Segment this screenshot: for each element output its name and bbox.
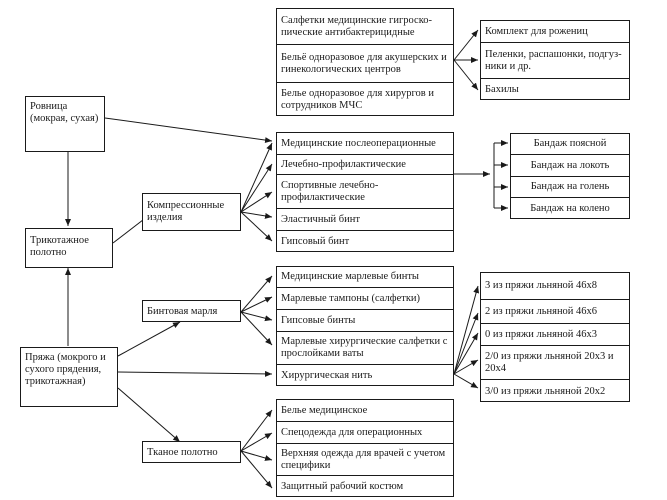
group-fabric-item: Белье медицинское: [277, 400, 453, 422]
group-marlya-item: Медицинские марлевые бинты: [277, 267, 453, 288]
arrows-top-group: [453, 29, 479, 91]
group-thread-item: 3/0 из пряжи льняной 20х2: [485, 385, 606, 397]
group-compression-item: Эластичный бинт: [277, 209, 453, 231]
arrow-pryazha-to-marlya: [117, 321, 181, 357]
group-fabric-item: Защитный рабочий костюм: [281, 481, 404, 492]
group-compression-item: Лечебно-профилактические: [277, 155, 453, 175]
arrow-rovnitsa-to-compression: [104, 117, 273, 144]
group-compression-item: Гипсовый бинт: [281, 236, 350, 247]
node-pryazha-label: Пряжа (мокрого и сухого прядения, трикот…: [25, 352, 106, 387]
group-thread: 3 из пряжи льняной 46х8 2 из пряжи льнян…: [480, 272, 630, 402]
group-thread-item: 2/0 из пряжи льняной 20х3 и 20х4: [481, 346, 629, 380]
group-bandage-item: Бандаж поясной: [511, 134, 629, 155]
arrows-thread-group: [453, 285, 480, 389]
group-marlya-item: Гипсовые бинты: [277, 310, 453, 332]
arrows-bandage-group: [454, 140, 508, 211]
group-top: Салфетки медицинские гигроско­пические а…: [276, 8, 454, 116]
group-marlya-item: Марлевые хирургические салфетки с просло…: [277, 332, 453, 365]
group-marlya-item: Хирургическая нить: [281, 370, 373, 381]
group-compression: Медицинские послеоперационные Лечебно-пр…: [276, 132, 454, 252]
arrows-marlya-group: [240, 275, 273, 346]
group-thread-item: 0 из пряжи льняной 46х3: [481, 324, 629, 346]
node-bintovaya-marlya-label: Бинтовая марля: [147, 306, 218, 317]
arrow-pryazha-to-tkanoe: [117, 387, 181, 443]
node-tkanoe-polotno-label: Тканое полотно: [147, 447, 218, 458]
node-trikotazhnoe-polotno: Трикотажное полотно: [25, 228, 113, 268]
group-top-right: Комплект для рожениц Пеленки, распашонки…: [480, 20, 630, 100]
group-bandage: Бандаж поясной Бандаж на локоть Бандаж н…: [510, 133, 630, 219]
group-thread-item: 2 из пряжи льняной 46х6: [481, 300, 629, 324]
arrows-kompressionnye-group: [240, 142, 273, 242]
group-top-right-item: Пеленки, распашонки, подгуз­ники и др.: [481, 43, 629, 79]
group-marlya: Медицинские марлевые бинты Марлевые тамп…: [276, 266, 454, 386]
group-bandage-item: Бандаж на голень: [511, 177, 629, 198]
arrows-tkanoe-group: [240, 409, 273, 489]
group-compression-item: Спортивные лечебно-профилактические: [277, 175, 453, 209]
node-rovnitsa: Ровница (мокрая, сухая): [25, 96, 105, 152]
node-tkanoe-polotno: Тканое полотно: [142, 441, 241, 463]
group-top-right-item: Комплект для рожениц: [481, 21, 629, 43]
group-top-item: Белье одноразовое для хирургов и сотрудн…: [281, 88, 434, 111]
group-bandage-item: Бандаж на локоть: [511, 155, 629, 177]
group-top-item: Бельё одноразовое для акушерс­ких и гине…: [277, 45, 453, 83]
group-fabric-item: Верхняя одежда для врачей с учетом специ…: [277, 444, 453, 476]
group-top-right-item: Бахилы: [485, 84, 519, 95]
group-fabric-item: Спецодежда для операционных: [277, 422, 453, 444]
group-fabric: Белье медицинское Спецодежда для операци…: [276, 399, 454, 497]
group-thread-item: 3 из пряжи льняной 46х8: [481, 273, 629, 300]
node-rovnitsa-label: Ровница (мокрая, сухая): [30, 101, 99, 124]
arrow-pryazha-to-nit: [117, 370, 273, 377]
group-compression-item: Медицинские послеоперационные: [277, 133, 453, 155]
group-marlya-item: Марлевые тампоны (салфетки): [277, 288, 453, 310]
node-pryazha: Пряжа (мокрого и сухого прядения, трикот…: [20, 347, 118, 407]
group-bandage-item: Бандаж на колено: [530, 203, 610, 214]
node-bintovaya-marlya: Бинтовая марля: [142, 300, 241, 322]
node-trikotazhnoe-polotno-label: Трикотажное полотно: [30, 235, 89, 258]
group-top-item: Салфетки медицинские гигроско­пические а…: [277, 9, 453, 45]
node-kompressionnye: Компрессионные изделия: [142, 193, 241, 231]
node-kompressionnye-label: Компрессионные изделия: [147, 200, 225, 223]
